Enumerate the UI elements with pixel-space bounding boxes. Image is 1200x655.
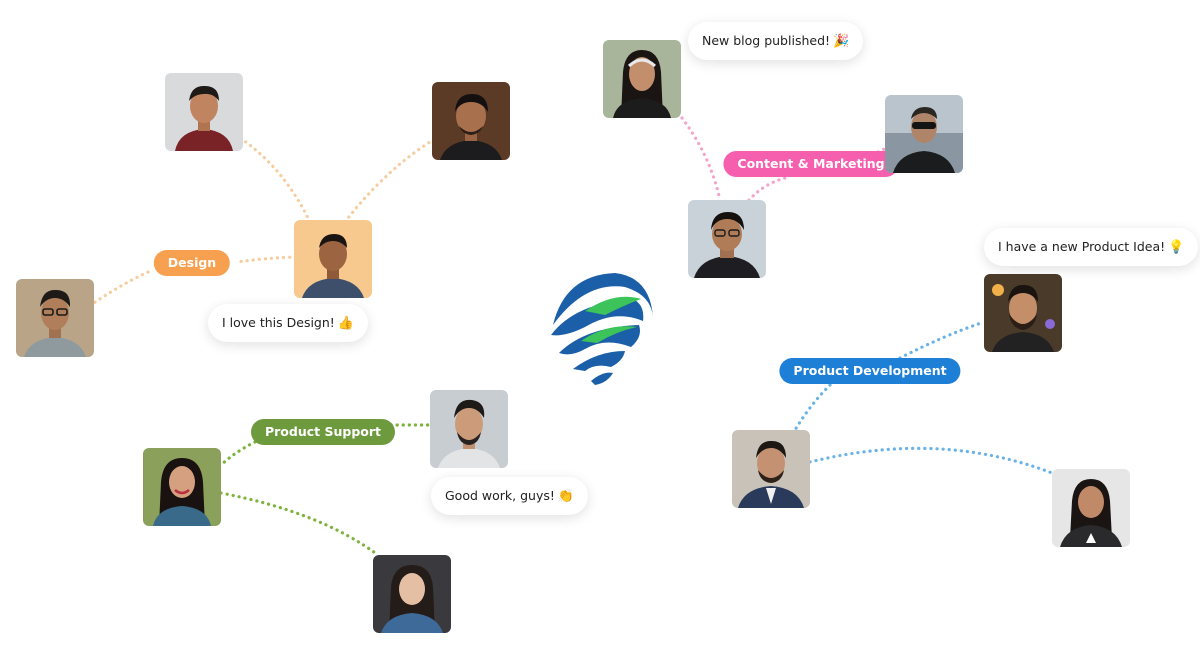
avatar-content-hub <box>688 200 766 278</box>
avatar-development-hub <box>732 430 810 508</box>
design-line-pill-left <box>92 270 150 305</box>
group-pill-content-marketing[interactable]: Content & Marketing <box>723 151 899 177</box>
avatar-support-bottom <box>373 555 451 633</box>
bubble-text: Good work, guys! <box>445 488 555 503</box>
bubble-text: I love this Design! <box>222 315 335 330</box>
avatar-development-top <box>984 274 1062 352</box>
logo-swirl-icon <box>551 273 653 385</box>
light-bulb-icon: 💡 <box>1168 240 1185 255</box>
design-line-hub-top-left <box>241 138 312 224</box>
chat-bubble-support: Good work, guys!👏 <box>431 477 589 515</box>
avatar-design-hub <box>294 220 372 298</box>
avatar-development-right <box>1052 469 1130 547</box>
development-line-pill-down <box>793 383 832 432</box>
party-popper-icon: 🎉 <box>833 34 850 49</box>
support-line-pill-left <box>219 440 257 467</box>
bubble-text: I have a new Product Idea! <box>998 239 1166 254</box>
chat-bubble-development: I have a new Product Idea!💡 <box>984 228 1199 266</box>
development-line-top <box>898 320 986 360</box>
bubble-text: New blog published! <box>702 33 831 48</box>
design-line-hub-top-right <box>343 138 435 224</box>
avatar-design-left <box>16 279 94 357</box>
group-pill-product-development[interactable]: Product Development <box>779 358 961 384</box>
content-line-top <box>680 116 722 202</box>
avatar-content-top <box>603 40 681 118</box>
group-pill-product-support[interactable]: Product Support <box>250 419 396 445</box>
thumbs-up-icon: 👍 <box>337 316 354 331</box>
avatar-support-left <box>143 448 221 526</box>
support-line-bottom <box>219 491 380 557</box>
development-line-right <box>808 446 1054 475</box>
clapping-hands-icon: 👏 <box>557 489 575 504</box>
avatar-support-top <box>430 390 508 468</box>
design-line-hub-pill <box>236 255 298 264</box>
content-line-pill <box>743 176 787 207</box>
chat-bubble-content: New blog published!🎉 <box>688 22 864 60</box>
avatar-design-top-left <box>165 73 243 151</box>
globe-swirl-logo <box>551 273 653 385</box>
group-pill-design[interactable]: Design <box>153 250 231 276</box>
chat-bubble-design: I love this Design!👍 <box>208 304 368 342</box>
avatar-design-top-right <box>432 82 510 160</box>
avatar-content-right <box>885 95 963 173</box>
